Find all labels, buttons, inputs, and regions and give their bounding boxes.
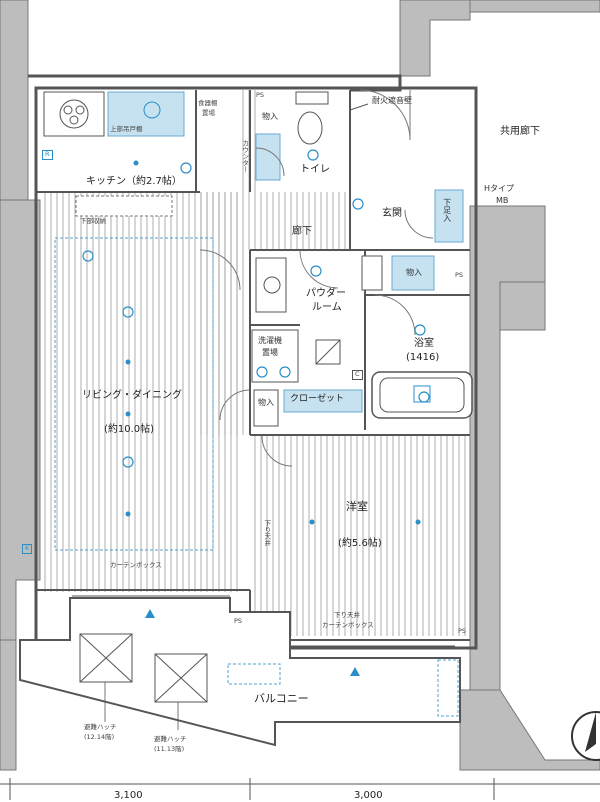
- bath-label: 浴室: [414, 338, 434, 349]
- mb-label: MB: [496, 196, 509, 205]
- ceiling-light-icon: [180, 162, 192, 174]
- escape-hatch-1-floors: (12.14階): [84, 733, 115, 741]
- storage-box: [253, 389, 279, 427]
- ceiling-light-icon: [279, 366, 291, 378]
- western-room-size-label: (約5.6帖): [338, 538, 382, 549]
- floor-hatching: [42, 90, 470, 636]
- storage-label: 物入: [406, 268, 422, 277]
- ceiling-light-icons: [82, 149, 430, 468]
- living-size-label: (約10.0帖): [104, 424, 155, 435]
- dish-storage-label-1: 食器棚: [198, 99, 218, 107]
- ps-label-2: PS: [455, 271, 464, 279]
- h-type-label: Hタイプ: [484, 184, 515, 193]
- ceiling-light-icon: [122, 456, 134, 468]
- window-openings: [72, 589, 455, 647]
- range-hood-label: 上部吊戸棚: [110, 125, 143, 133]
- dimension-line: [0, 778, 600, 800]
- door-swings: [199, 147, 434, 467]
- lower-ceiling-label: 下り天井: [262, 520, 271, 546]
- downlight-dots: [125, 160, 421, 525]
- compass-icon: [571, 711, 600, 761]
- powder-room-label-2: ルーム: [312, 302, 342, 313]
- lower-ceiling-western-label: 下り天井: [334, 611, 360, 619]
- closet-label: クローゼット: [290, 394, 345, 404]
- fire-wall-label: 耐火遮音壁: [372, 96, 412, 105]
- closet-fixture: [283, 389, 363, 413]
- common-corridor-label: 共用廊下: [500, 126, 540, 137]
- powder-room-label-1: パウダー: [306, 288, 346, 299]
- balcony-label: バルコニー: [254, 692, 309, 705]
- living-label: リビング・ダイニング: [82, 390, 182, 401]
- ps-label-4: PS: [458, 627, 467, 635]
- bathtub: [371, 371, 473, 419]
- kitchen-label: キッチン（約2.7帖）: [86, 176, 182, 187]
- escape-hatch-1-label: 避難ハッチ: [84, 723, 117, 731]
- dish-storage-label-2: 置場: [202, 109, 215, 117]
- fire-wall-leader: [349, 103, 369, 111]
- bath-size-label: (1416): [406, 352, 440, 363]
- washer-label-1: 洗濯機: [258, 336, 282, 345]
- escape-hatch-2-floors: (11.13階): [154, 745, 185, 753]
- dimension-left: 3,100: [114, 790, 143, 801]
- washer-label-2: 置場: [262, 348, 278, 357]
- kitchen-fixtures: [43, 91, 185, 217]
- ceiling-light-icon: [414, 324, 426, 336]
- window-markers: [145, 609, 360, 676]
- ceiling-light-icon: [310, 265, 322, 277]
- ceiling-light-icon: [418, 391, 430, 403]
- lower-storage-label: 下部収納: [80, 217, 106, 225]
- western-room-label: 洋室: [346, 500, 368, 513]
- ceiling-light-icon: [82, 250, 94, 262]
- r-mark: R: [42, 150, 53, 160]
- entrance-fixtures: [359, 89, 464, 291]
- powder-fixtures: [251, 257, 341, 383]
- curtain-box-western-label: カーテンボックス: [322, 621, 374, 629]
- toilet-label: トイレ: [300, 164, 330, 175]
- ceiling-light-icon: [256, 366, 268, 378]
- ceiling-light-icon: [352, 198, 364, 210]
- ps-label-1: PS: [256, 91, 265, 99]
- storage-closet-label: 物入: [258, 398, 274, 407]
- counter-label: カウンター: [240, 140, 249, 173]
- ceiling-light-icon: [122, 306, 134, 318]
- entrance-label: 玄関: [382, 208, 402, 219]
- escape-hatch-2-label: 避難ハッチ: [154, 735, 187, 743]
- hallway-label: 廊下: [292, 226, 312, 237]
- curtain-box-living-label: カーテンボックス: [110, 561, 162, 569]
- c-mark: C: [352, 370, 363, 380]
- balcony-area: [19, 597, 461, 747]
- exterior-walls: [0, 0, 600, 771]
- storage-kitchen-label: 物入: [262, 112, 278, 121]
- dimension-right: 3,000: [354, 790, 383, 801]
- ceiling-light-icon: [307, 149, 319, 161]
- k-mark: K: [22, 544, 33, 554]
- ps-label-3: PS: [234, 617, 243, 625]
- shoe-storage-label: 下足入: [442, 198, 452, 222]
